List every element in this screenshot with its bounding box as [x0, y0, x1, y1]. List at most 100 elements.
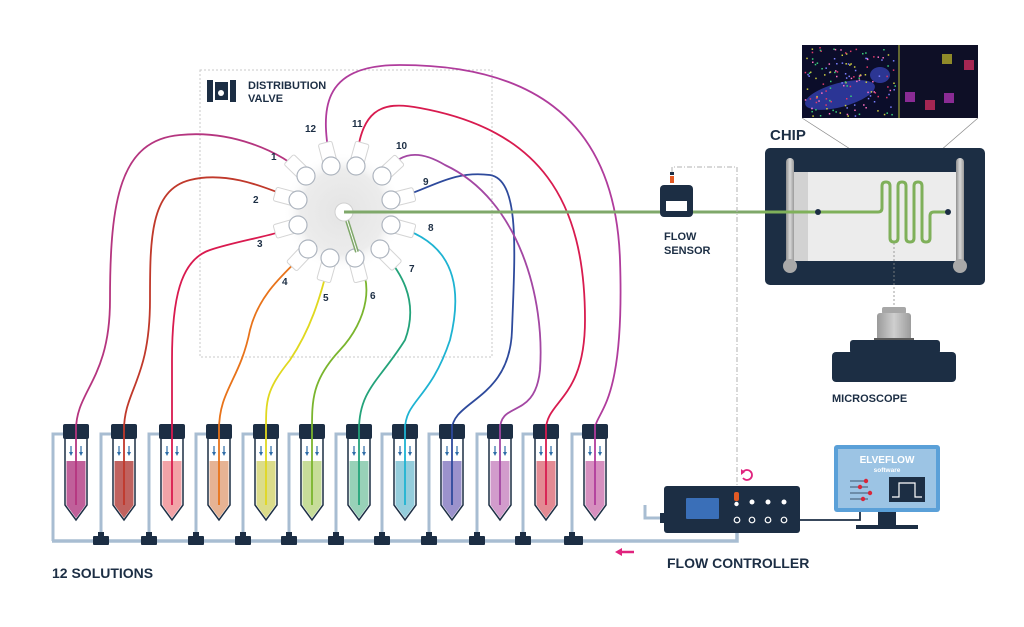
software-title: ELVEFLOW	[860, 455, 915, 466]
solution-tube-5[interactable]	[241, 424, 279, 541]
arrow-down-icon	[598, 452, 602, 456]
tubing-line-7	[358, 248, 412, 431]
microscope-label: MICROSCOPE	[832, 393, 907, 405]
manifold-tee	[281, 536, 297, 545]
controller-screen	[686, 498, 719, 519]
manifold-tee	[93, 536, 109, 545]
solution-tube-12[interactable]	[570, 424, 608, 541]
valve-port-7[interactable]	[370, 239, 390, 259]
arrow-down-icon	[408, 452, 412, 456]
signal-graph	[889, 477, 925, 502]
arrow-down-icon	[362, 452, 366, 456]
arrow-down-icon	[549, 452, 553, 456]
manifold-tee	[421, 536, 437, 545]
tubing-line-11	[355, 104, 586, 431]
valve-port-5[interactable]	[320, 248, 340, 268]
arrow-down-icon	[588, 452, 592, 456]
flow-controller-label: FLOW CONTROLLER	[667, 555, 809, 571]
solution-tube-8[interactable]	[380, 424, 418, 541]
manifold-tee	[374, 536, 390, 545]
arrow-down-icon	[305, 452, 309, 456]
solution-tube-10[interactable]	[475, 424, 513, 541]
port-label-9: 9	[423, 177, 429, 188]
manifold-tee	[188, 536, 204, 545]
computer-monitor[interactable]	[834, 445, 940, 529]
valve-port-3[interactable]	[288, 215, 308, 235]
usb-cable	[800, 512, 861, 521]
microscope[interactable]	[832, 307, 956, 382]
solution-tube-11[interactable]	[521, 424, 559, 541]
arrow-down-icon	[175, 452, 179, 456]
tubing-line-10	[381, 153, 542, 431]
tubing-line-5	[265, 257, 331, 431]
manifold-tee	[235, 536, 251, 545]
port-label-10: 10	[396, 141, 408, 152]
port-label-2: 2	[253, 195, 259, 206]
valve-port-8[interactable]	[381, 215, 401, 235]
solution-tube-7[interactable]	[334, 424, 372, 541]
valve-port-12[interactable]	[321, 156, 341, 176]
controller-input-port	[643, 505, 664, 520]
microscope-image-inset	[801, 45, 979, 184]
valve-port-9[interactable]	[381, 190, 401, 210]
arrow-down-icon	[539, 452, 543, 456]
tubing-line-8	[390, 224, 457, 431]
valve-port-11[interactable]	[346, 156, 366, 176]
manifold-tee	[141, 536, 157, 545]
port-label-6: 6	[370, 291, 376, 302]
solutions-label: 12 SOLUTIONS	[52, 565, 153, 581]
microfluidic-chip[interactable]	[760, 148, 985, 285]
tubing-lines	[75, 64, 622, 431]
port-label-12: 12	[305, 124, 317, 135]
flow-sensor-label-line1: FLOW	[664, 231, 697, 243]
valve-port-1[interactable]	[296, 166, 316, 186]
valve-label-line1: DISTRIBUTION	[248, 80, 326, 92]
valve-frame	[199, 69, 493, 358]
arrow-down-icon	[127, 452, 131, 456]
arrow-down-icon	[259, 452, 263, 456]
valve-port-2[interactable]	[288, 190, 308, 210]
distribution-valve-icon	[207, 80, 236, 102]
port-label-5: 5	[323, 293, 329, 304]
solution-tubes	[51, 424, 608, 541]
valve-port-10[interactable]	[372, 166, 392, 186]
solution-tube-4[interactable]	[194, 424, 232, 541]
solution-tube-3[interactable]	[147, 424, 185, 541]
solution-tube-9[interactable]	[427, 424, 465, 541]
tubing-line-4	[218, 248, 309, 431]
port-label-7: 7	[409, 264, 415, 275]
tubing-line-2	[123, 176, 299, 431]
solution-tube-1[interactable]	[51, 424, 89, 541]
tubing-line-3	[171, 224, 299, 430]
tubing-line-1	[75, 133, 307, 431]
arrow-left-icon	[615, 548, 634, 556]
valve-port-4[interactable]	[298, 239, 318, 259]
chip-label: CHIP	[770, 127, 806, 144]
manifold-tee	[469, 536, 485, 545]
arrow-down-icon	[493, 452, 497, 456]
manifold-tee	[515, 536, 531, 545]
port-label-8: 8	[428, 223, 434, 234]
arrow-down-icon	[79, 452, 83, 456]
tubing-line-6	[311, 257, 368, 431]
port-label-11: 11	[352, 119, 363, 130]
port-label-4: 4	[282, 277, 288, 288]
arrow-down-icon	[503, 452, 507, 456]
solution-tube-6[interactable]	[287, 424, 325, 541]
arrow-down-icon	[269, 452, 273, 456]
manifold-tee	[567, 536, 583, 545]
solution-tube-2[interactable]	[99, 424, 137, 541]
port-label-1: 1	[271, 152, 277, 163]
flow-sensor-label-line2: SENSOR	[664, 245, 711, 257]
tubing-line-12	[324, 64, 622, 431]
flow-controller[interactable]	[660, 486, 800, 533]
arrow-down-icon	[165, 452, 169, 456]
arrow-down-icon	[352, 452, 356, 456]
arrow-down-icon	[212, 452, 216, 456]
arrow-down-icon	[455, 452, 459, 456]
flow-sensor[interactable]	[660, 172, 693, 217]
arrow-down-icon	[69, 452, 73, 456]
software-subtitle: software	[874, 467, 901, 474]
